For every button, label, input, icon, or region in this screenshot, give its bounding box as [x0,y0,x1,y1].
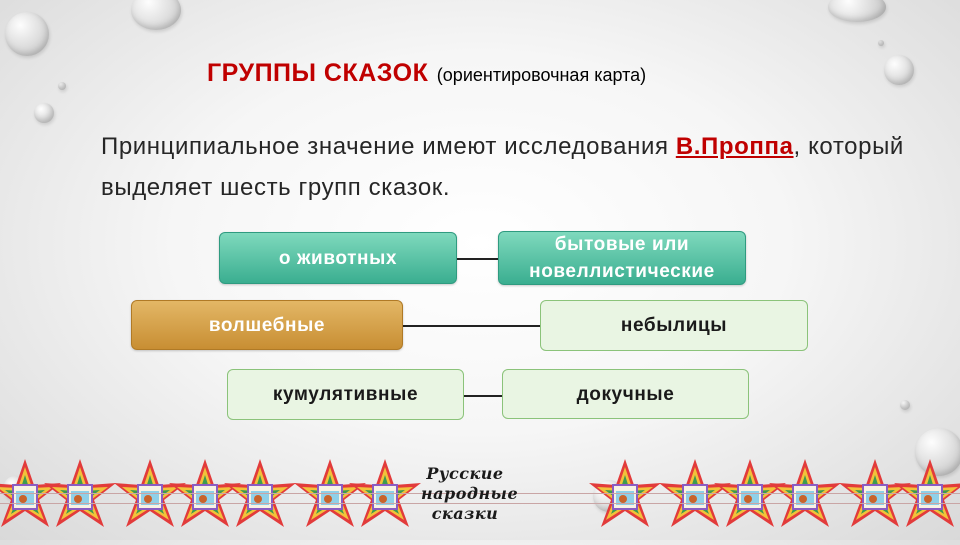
water-drop-icon [900,400,910,410]
logo-line1: Русские [426,464,504,483]
decorative-border-band: Русские народные сказки [0,455,960,540]
band-line [0,503,960,504]
water-drop-icon [828,0,886,22]
slide-title: ГРУППЫ СКАЗОК (ориентировочная карта) [207,59,646,88]
group-everyday-label-line2: новеллистические [529,261,715,282]
connector-line [403,325,540,327]
group-animals-label: о животных [278,247,398,269]
group-cumulative-label: кумулятивные [272,384,419,405]
logo: Русские народные сказки [421,464,519,524]
water-drop-icon [34,103,54,123]
body-text-before: Принципиальное значение имеют исследован… [101,133,676,160]
water-drop-icon [915,428,960,476]
body-text-after: , который выделяет шесть групп сказок. [101,133,904,201]
group-tedious-label: докучные [576,383,675,405]
connector-line [457,258,499,260]
group-tall-tales-box: небылицы [540,300,808,351]
title-main: ГРУППЫ СКАЗОК [207,59,429,87]
title-subtitle: (ориентировочная карта) [436,65,647,85]
group-everyday-box: бытовые или новеллистические [498,231,746,285]
logo-line3: сказки [431,504,499,523]
body-paragraph: Принципиальное значение имеют исследован… [101,126,921,208]
group-everyday-label-line1: бытовые или [554,234,690,255]
group-tedious-box: докучные [502,369,749,419]
propp-highlight: В.Проппа [675,133,794,160]
water-drop-icon [58,82,66,90]
water-drop-icon [5,12,49,56]
group-magic-box: волшебные [131,300,403,350]
logo-line2: народные [421,484,519,503]
water-drop-icon [878,40,884,46]
group-animals-box: о животных [219,232,457,284]
water-drop-icon [131,0,181,30]
water-drop-icon [884,55,914,85]
connector-line [463,395,503,397]
group-cumulative-box: кумулятивные [227,369,464,420]
group-magic-label: волшебные [208,314,326,336]
group-tall-tales-label: небылицы [620,315,728,336]
band-line [0,493,960,494]
